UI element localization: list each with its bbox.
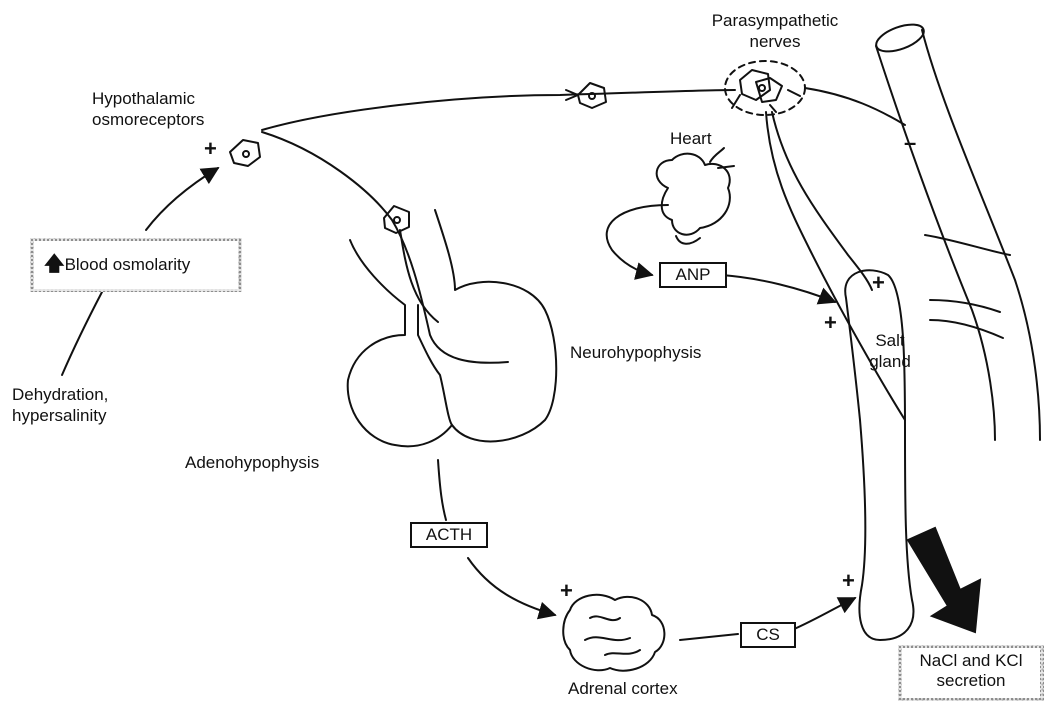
adenohypophysis-label: Adenohypophysis [185,452,319,473]
cs-box: CS [740,622,796,648]
heart-label: Heart [670,128,712,149]
plus-sign-cs: + [842,570,855,592]
blood-osmolarity-badge: 🡅Blood osmolarity [30,238,242,292]
adrenal-cortex-shape [563,595,664,671]
blood-osmolarity-label: 🡅Blood osmolarity [44,254,190,275]
nerve-to-ganglion [262,90,735,130]
plus-sign-anp: + [824,312,837,334]
parasympathetic-ganglion [725,61,805,115]
heart-shape [657,148,734,235]
neurohypophysis-label: Neurohypophysis [570,342,701,363]
osmolarity-to-receptors [146,168,218,230]
pituitary-shape [348,210,557,446]
up-arrow-icon: 🡅 [44,253,65,275]
secretion-badge: NaCl and KCl secretion [898,645,1044,701]
parasympathetic-nerves-label: Parasympathetic nerves [700,10,850,52]
dehydration-to-osmolarity [62,292,102,375]
plus-sign-osmoreceptor: + [204,138,217,160]
anp-box: ANP [659,262,727,288]
plus-sign-gland-nerve: + [872,272,885,294]
adrenal-cortex-label: Adrenal cortex [568,678,678,699]
dehydration-label: Dehydration, hypersalinity [12,384,108,426]
acth-to-adrenal [468,558,555,615]
anp-to-gland [722,275,835,302]
pituitary-to-acth [438,460,446,520]
salt-gland-outline [845,270,913,640]
secretion-arrow [908,528,980,632]
secretion-label: NaCl and KCl secretion [898,651,1044,691]
adrenal-to-cs [680,634,738,640]
nerve-to-neurohypophysis [262,132,508,363]
hypothalamic-osmoreceptors-label: Hypothalamic osmoreceptors [92,88,204,130]
osmoreceptor-neuron [230,140,260,166]
cs-to-gland [792,598,855,630]
heart-loop [676,236,700,244]
plus-sign-adrenal: + [560,580,573,602]
blood-vessel [873,19,1040,440]
minus-sign-vessel: – [904,132,916,154]
salt-gland-label: Salt gland [855,330,925,372]
adrenal-texture [585,616,640,655]
acth-box: ACTH [410,522,488,548]
nerve-ganglion-to-vessel [805,88,905,125]
